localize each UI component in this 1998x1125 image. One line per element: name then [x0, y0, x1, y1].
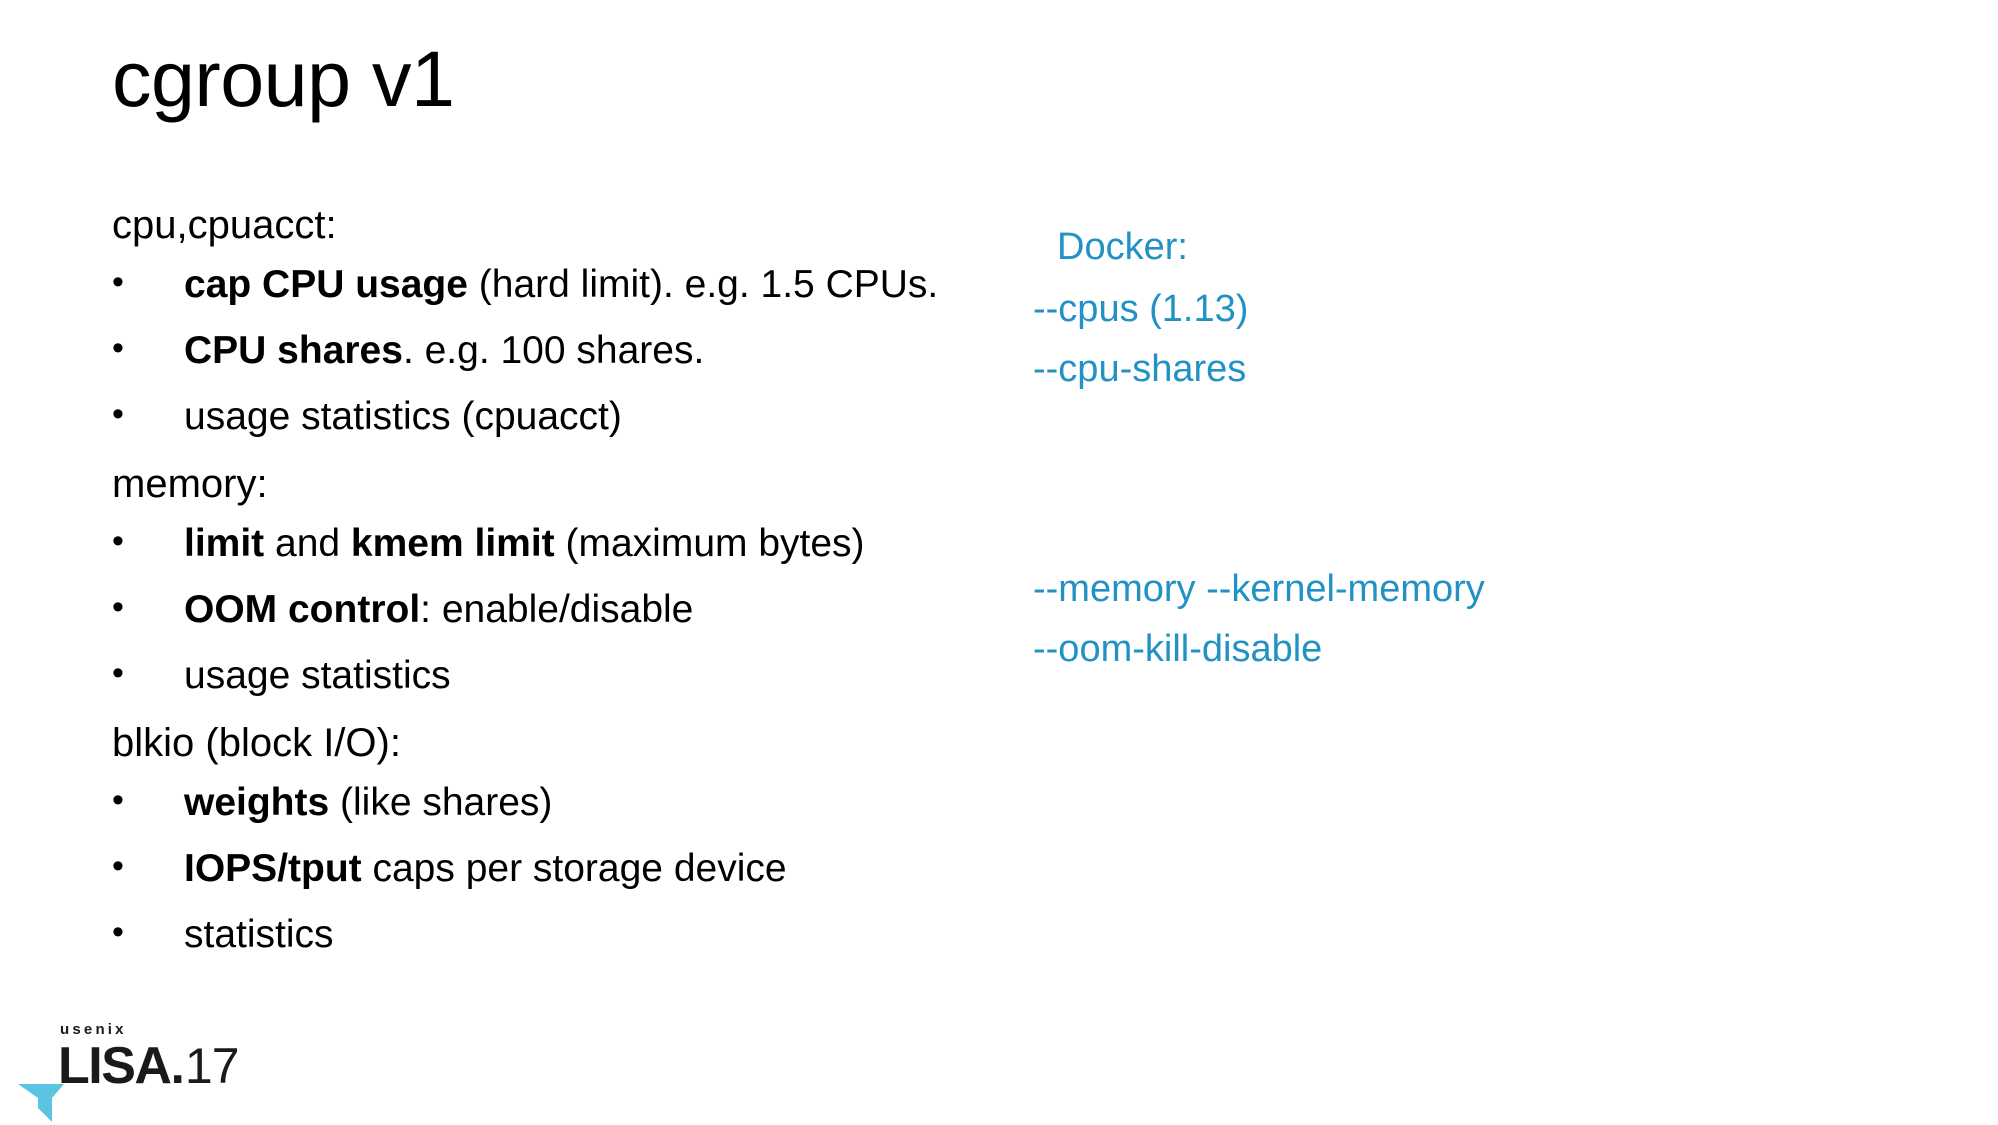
logo-lisa-dot: . [170, 1037, 185, 1095]
section-heading-memory: memory: [112, 462, 268, 506]
bullet-text: : enable/disable [420, 588, 694, 631]
bullet-text: . e.g. 100 shares. [402, 329, 705, 372]
section-heading-blkio: blkio (block I/O): [112, 721, 401, 765]
docker-flag-oom-kill-disable: --oom-kill-disable [1033, 628, 1323, 670]
bullet-weights: • weights (like shares) [112, 783, 992, 822]
logo-arrow-icon [18, 1084, 64, 1122]
bullet-bold-text: IOPS/tput [184, 847, 362, 890]
bullet-usage-statistics-memory: • usage statistics [112, 656, 992, 695]
bullet-bold-text: limit [184, 522, 265, 565]
bullet-text: (hard limit). e.g. 1.5 CPUs. [467, 263, 939, 306]
docker-heading: Docker: [1057, 226, 1188, 268]
docker-annotation-memory: --memory --kernel-memory --oom-kill-disa… [1033, 570, 1773, 690]
bullet-usage-statistics-cpuacct: • usage statistics (cpuacct) [112, 397, 992, 436]
bullet-point-icon: • [112, 263, 124, 301]
bullet-mid-text: and [264, 522, 351, 565]
bullet-bold-text: CPU shares [184, 329, 403, 372]
bullet-text: (maximum bytes) [554, 522, 865, 565]
bullet-point-icon: • [112, 781, 124, 819]
content-body-left: cpu,cpuacct: • cap CPU usage (hard limit)… [112, 205, 992, 981]
bullet-limit-kmem-limit: • limit and kmem limit (maximum bytes) [112, 524, 992, 563]
bullet-text: statistics [184, 913, 334, 956]
bullet-text: usage statistics [184, 654, 451, 697]
docker-annotation-cpu: Docker: --cpus (1.13) --cpu-shares [1033, 228, 1773, 410]
bullet-bold-text: OOM control [184, 588, 421, 631]
section-heading-cpu: cpu,cpuacct: [112, 203, 337, 247]
bullet-text: caps per storage device [361, 847, 787, 890]
logo-lisa17-text: LISA.17 [58, 1037, 240, 1095]
docker-flag-cpus: --cpus (1.13) [1033, 288, 1249, 330]
bullet-bold-text: weights [184, 781, 330, 824]
bullet-statistics-blkio: • statistics [112, 915, 992, 954]
logo-lisa-year: 17 [184, 1038, 240, 1094]
bullet-oom-control: • OOM control: enable/disable [112, 590, 992, 629]
logo-lisa-word: LISA [58, 1037, 172, 1095]
bullet-text: (like shares) [329, 781, 553, 824]
bullet-cpu-shares: • CPU shares. e.g. 100 shares. [112, 331, 992, 370]
bullet-point-icon: • [112, 395, 124, 433]
usenix-lisa17-logo: usenix LISA.17 [18, 1022, 248, 1122]
bullet-point-icon: • [112, 329, 124, 367]
bullet-point-icon: • [112, 913, 124, 951]
bullet-cap-cpu-usage: • cap CPU usage (hard limit). e.g. 1.5 CP… [112, 265, 992, 304]
page-title: cgroup v1 [112, 34, 455, 123]
bullet-text: usage statistics (cpuacct) [184, 395, 622, 438]
bullet-point-icon: • [112, 588, 124, 626]
docker-flag-cpu-shares: --cpu-shares [1033, 348, 1247, 390]
bullet-bold-text-2: kmem limit [350, 522, 555, 565]
bullet-iops-tput: • IOPS/tput caps per storage device [112, 849, 992, 888]
bullet-bold-text: cap CPU usage [184, 263, 468, 306]
bullet-point-icon: • [112, 654, 124, 692]
bullet-point-icon: • [112, 522, 124, 560]
bullet-point-icon: • [112, 847, 124, 885]
logo-usenix-text: usenix [60, 1021, 127, 1038]
docker-flag-memory-kernel-memory: --memory --kernel-memory [1033, 568, 1485, 610]
